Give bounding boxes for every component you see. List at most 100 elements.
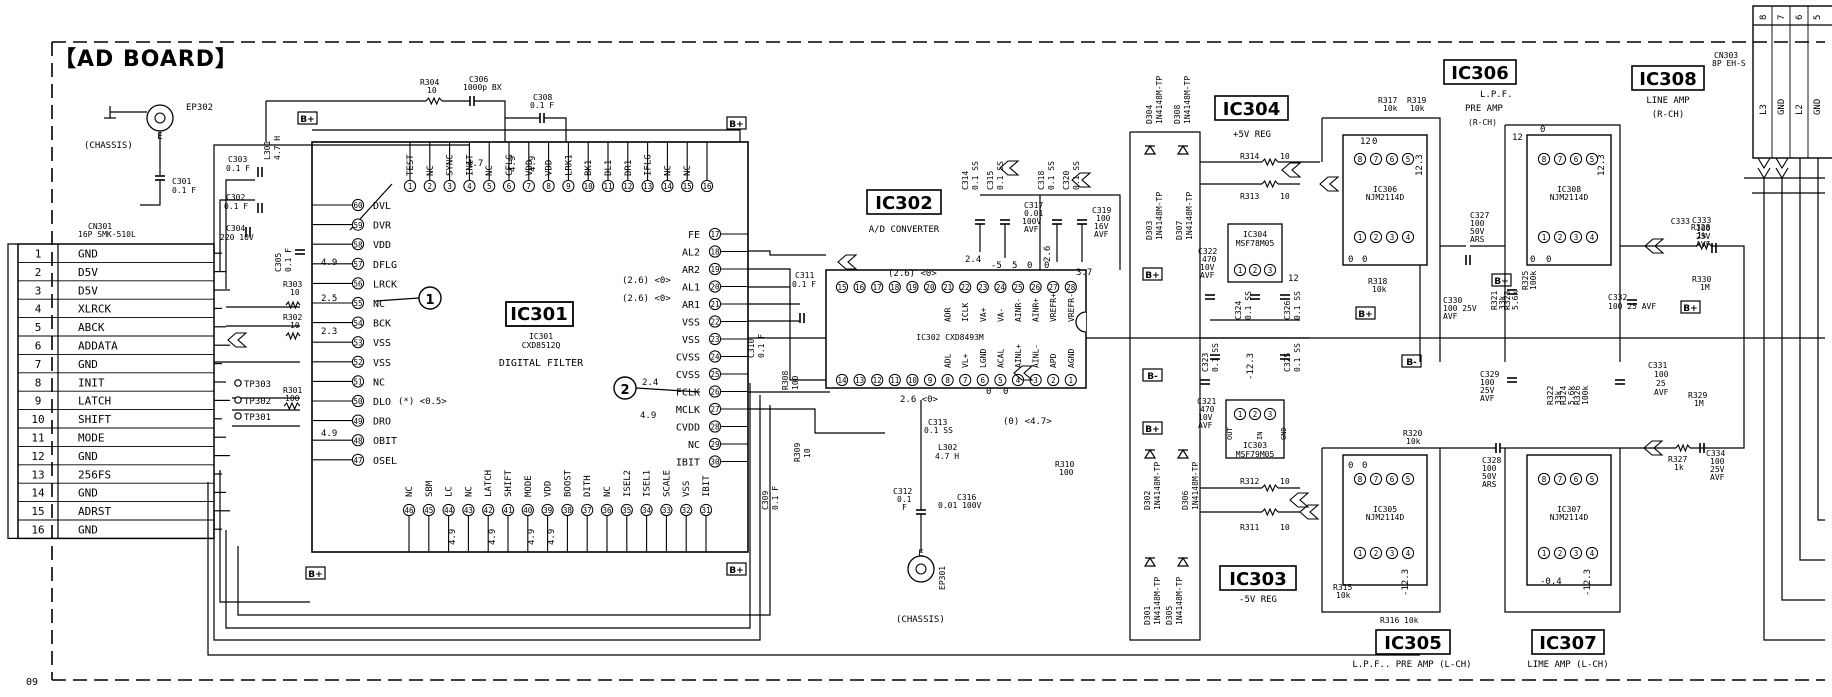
r311-ref: R311 [1240, 523, 1259, 532]
connector-cn301 [7, 243, 215, 540]
cap-volt: 25V [1480, 386, 1495, 395]
cn301-pin-signal: D5V [78, 266, 98, 279]
ic308-chip [1526, 134, 1612, 266]
ic303-volt: -12.3 [1246, 353, 1256, 380]
ic305-pin [1369, 472, 1383, 486]
ic301-volt: 4.9 [508, 156, 518, 172]
ic302-arrow-icon [837, 254, 858, 270]
ic301-pin-name: DVL [373, 201, 391, 212]
ic305-function: L.P.F.. PRE AMP (L-CH) [1352, 660, 1471, 670]
r308-ref: R308 [781, 371, 790, 390]
r301-ref: R301 [283, 386, 302, 395]
testpoint-label: TP301 [244, 413, 271, 423]
ic305-volt: 0 [1362, 461, 1367, 471]
c319-ref: C319 [1092, 206, 1111, 215]
pin-number: 2 [1253, 266, 1258, 275]
resistor-symbol [285, 300, 301, 310]
cn301-pin-signal: SHIFT [78, 413, 111, 426]
wire [213, 395, 761, 641]
wire [237, 405, 771, 616]
cn301-part: 16P SMK-510L [78, 230, 136, 239]
ic302-pin-name: APD [1049, 353, 1058, 368]
l301-ref: L301 [263, 141, 272, 160]
b-plus-label: B+ [1145, 425, 1159, 435]
pin-number: 17 [873, 283, 882, 292]
pin-number: 4 [1590, 233, 1595, 242]
pin-number: 57 [353, 260, 362, 269]
ic302-volt: 0 [1027, 261, 1032, 271]
c301-ref: C301 [172, 177, 191, 186]
res-ref: R324 [1559, 386, 1568, 405]
ic302-pin-name: VREFR+ [1049, 293, 1058, 322]
ic301-pin-name: FCLK [676, 388, 700, 399]
addata-arrow-icon [227, 332, 248, 348]
ic301-pin-name: SBM [425, 480, 435, 497]
ic307-title-box [1531, 629, 1605, 655]
ic301-pin-name: VDD [525, 160, 535, 176]
c317-ref: C317 [1024, 201, 1043, 210]
cap-val: 0.1 SS [971, 161, 980, 190]
ic304-chip [1227, 223, 1283, 283]
pin-number: 32 [682, 506, 691, 515]
pin-number: 46 [404, 506, 414, 515]
ic307-ref: IC307 [1557, 505, 1581, 514]
pin-number: 49 [353, 417, 362, 426]
r312-ref: R312 [1240, 477, 1259, 486]
ic302-volt: 2.4 [965, 255, 981, 265]
ic305-title: IC305 [1384, 633, 1441, 654]
b-plus-label: B+ [1145, 271, 1159, 281]
ic302-bottom-pin [871, 373, 884, 387]
ic301-pin-name: MODE [524, 475, 534, 497]
c323-ref: C323 [1201, 353, 1210, 372]
ic301-bottom-pin [501, 503, 515, 517]
d305-val: 1N4148M-TP [1175, 577, 1184, 625]
ic304-title: IC304 [1223, 99, 1280, 120]
c321-val: 470 [1200, 405, 1215, 414]
pin-number: 25 [1013, 283, 1022, 292]
r319-val: 10k [1410, 104, 1425, 113]
ic301-pin-name: AL1 [682, 283, 700, 294]
c319-val: 100 [1096, 214, 1111, 223]
ic305-part: NJM2114D [1366, 513, 1405, 522]
ic306-function: (R-CH) [1468, 118, 1497, 127]
r311-val: 10 [1280, 523, 1290, 532]
pin-number: 41 [503, 506, 512, 515]
ic305-pin [1353, 472, 1367, 486]
ic301-right-pin [708, 280, 722, 293]
c324-ref: C324 [1234, 301, 1243, 320]
ic301-volt: 4.9 [547, 529, 557, 545]
pin-number: 16 [702, 182, 712, 191]
ic306-pin [1369, 230, 1383, 244]
ic301-pin-name: IBIT [676, 458, 700, 469]
ic301-volt: 2.5 [321, 294, 337, 304]
wire [312, 129, 741, 142]
ic301-volt: 4.9 [640, 411, 656, 421]
pin-number: 25 [710, 370, 719, 379]
c306-val: 1000p BX [463, 83, 502, 92]
ic302-bottom-pin [1064, 373, 1077, 387]
b-plus-box [726, 116, 747, 130]
c310-ref: C310 [747, 339, 756, 358]
d302-ref: D302 [1143, 491, 1152, 510]
ic301-pin-name: DFLG [373, 260, 397, 271]
cn301-pin-number: 8 [35, 376, 42, 389]
ic301-top-pin [562, 179, 575, 193]
ic301-pin-name: LRCK [373, 279, 397, 290]
wire [748, 250, 826, 256]
ic301-title: IC301 [510, 304, 567, 325]
cn301-pin-number: 2 [35, 266, 42, 279]
wire [213, 144, 470, 253]
ic301-pin-name: NC [373, 299, 385, 310]
c301-val: 0.1 F [172, 186, 196, 195]
ic301-right-pin [708, 332, 722, 346]
pin-number: 8 [1542, 155, 1547, 164]
ic302-pin-name: ADR [944, 307, 953, 322]
pin-number: 3 [1268, 410, 1273, 419]
cn303-signal: L3 [1759, 104, 1769, 115]
ic301-top-pin [621, 179, 634, 193]
pin-number: 39 [543, 506, 552, 515]
ic307-pin [1553, 546, 1567, 560]
ep301-ref: EP301 [938, 566, 947, 590]
ic301-pin-name: VDD [373, 240, 391, 251]
